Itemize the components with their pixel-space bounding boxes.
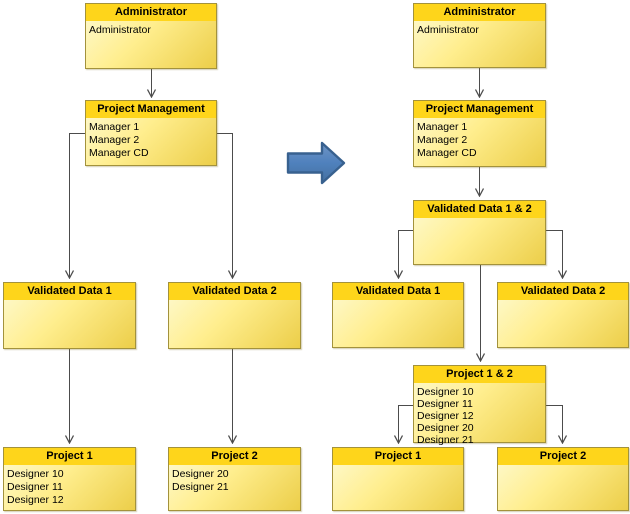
- node-members: [498, 465, 628, 468]
- node-members: [333, 465, 463, 468]
- node-members: [333, 300, 463, 303]
- node-title: Project 2: [498, 448, 628, 465]
- connector-after-p12-to-p1: [399, 405, 413, 444]
- node-after-project-2: Project 2: [497, 447, 629, 511]
- member-item: Administrator: [417, 24, 479, 36]
- node-before-validated-data-2: Validated Data 2: [168, 282, 301, 349]
- node-title: Validated Data 2: [498, 283, 628, 300]
- node-after-project-management: Project Management Manager 1 Manager 2 M…: [413, 100, 546, 167]
- member-item: Manager 2: [417, 134, 468, 146]
- member-item: Manager 1: [89, 121, 140, 133]
- node-members: Administrator: [86, 21, 216, 37]
- node-after-project-1-and-2: Project 1 & 2 Designer 10 Designer 11 De…: [413, 365, 546, 446]
- node-after-validated-data-2: Validated Data 2: [497, 282, 629, 348]
- node-title: Administrator: [414, 4, 545, 21]
- node-before-validated-data-1: Validated Data 1: [3, 282, 136, 349]
- connector-before-pm-to-vd1: [70, 133, 85, 279]
- node-members: Manager 1 Manager 2 Manager CD: [86, 118, 216, 160]
- node-title: Administrator: [86, 4, 216, 21]
- member-item: Designer 11: [7, 481, 63, 493]
- member-item: Manager 2: [89, 134, 140, 146]
- node-members: [169, 300, 300, 303]
- node-members: [414, 218, 545, 221]
- member-item: Designer 21: [172, 481, 229, 493]
- node-members: Designer 10 Designer 11 Designer 12 Desi…: [414, 383, 545, 446]
- member-item: Designer 21: [417, 434, 474, 446]
- member-item: Designer 10: [417, 386, 474, 398]
- node-title: Project Management: [86, 101, 216, 118]
- member-item: Designer 12: [417, 410, 474, 422]
- node-members: [4, 300, 135, 303]
- node-members: Administrator: [414, 21, 545, 37]
- node-before-project-1: Project 1 Designer 10 Designer 11 Design…: [3, 447, 136, 511]
- member-item: Designer 11: [417, 398, 473, 410]
- node-title: Project 1 & 2: [414, 366, 545, 383]
- node-title: Validated Data 2: [169, 283, 300, 300]
- member-item: Designer 10: [7, 468, 64, 480]
- connector-before-pm-to-vd2: [217, 133, 233, 279]
- member-item: Manager 1: [417, 121, 468, 133]
- node-title: Project 1: [333, 448, 463, 465]
- member-item: Designer 20: [417, 422, 474, 434]
- node-title: Validated Data 1: [333, 283, 463, 300]
- node-before-project-2: Project 2 Designer 20 Designer 21: [168, 447, 301, 511]
- node-after-validated-data-1-and-2: Validated Data 1 & 2: [413, 200, 546, 265]
- node-members: Manager 1 Manager 2 Manager CD: [414, 118, 545, 160]
- node-title: Project 1: [4, 448, 135, 465]
- node-after-administrator: Administrator Administrator: [413, 3, 546, 68]
- node-title: Project Management: [414, 101, 545, 118]
- node-members: [498, 300, 628, 303]
- node-members: Designer 10 Designer 11 Designer 12: [4, 465, 135, 507]
- node-title: Validated Data 1: [4, 283, 135, 300]
- member-item: Manager CD: [417, 147, 477, 159]
- node-title: Validated Data 1 & 2: [414, 201, 545, 218]
- member-item: Designer 20: [172, 468, 229, 480]
- node-title: Project 2: [169, 448, 300, 465]
- node-before-project-management: Project Management Manager 1 Manager 2 M…: [85, 100, 217, 166]
- connector-after-vd12-to-vd1: [399, 230, 413, 279]
- member-item: Manager CD: [89, 147, 149, 159]
- member-item: Administrator: [89, 24, 151, 36]
- node-members: Designer 20 Designer 21: [169, 465, 300, 494]
- node-after-validated-data-1: Validated Data 1: [332, 282, 464, 348]
- transform-arrow-icon: [286, 141, 346, 185]
- connector-after-vd12-to-vd2: [546, 230, 563, 279]
- member-item: Designer 12: [7, 494, 64, 506]
- node-before-administrator: Administrator Administrator: [85, 3, 217, 69]
- node-after-project-1: Project 1: [332, 447, 464, 511]
- connector-after-p12-to-p2: [546, 405, 563, 444]
